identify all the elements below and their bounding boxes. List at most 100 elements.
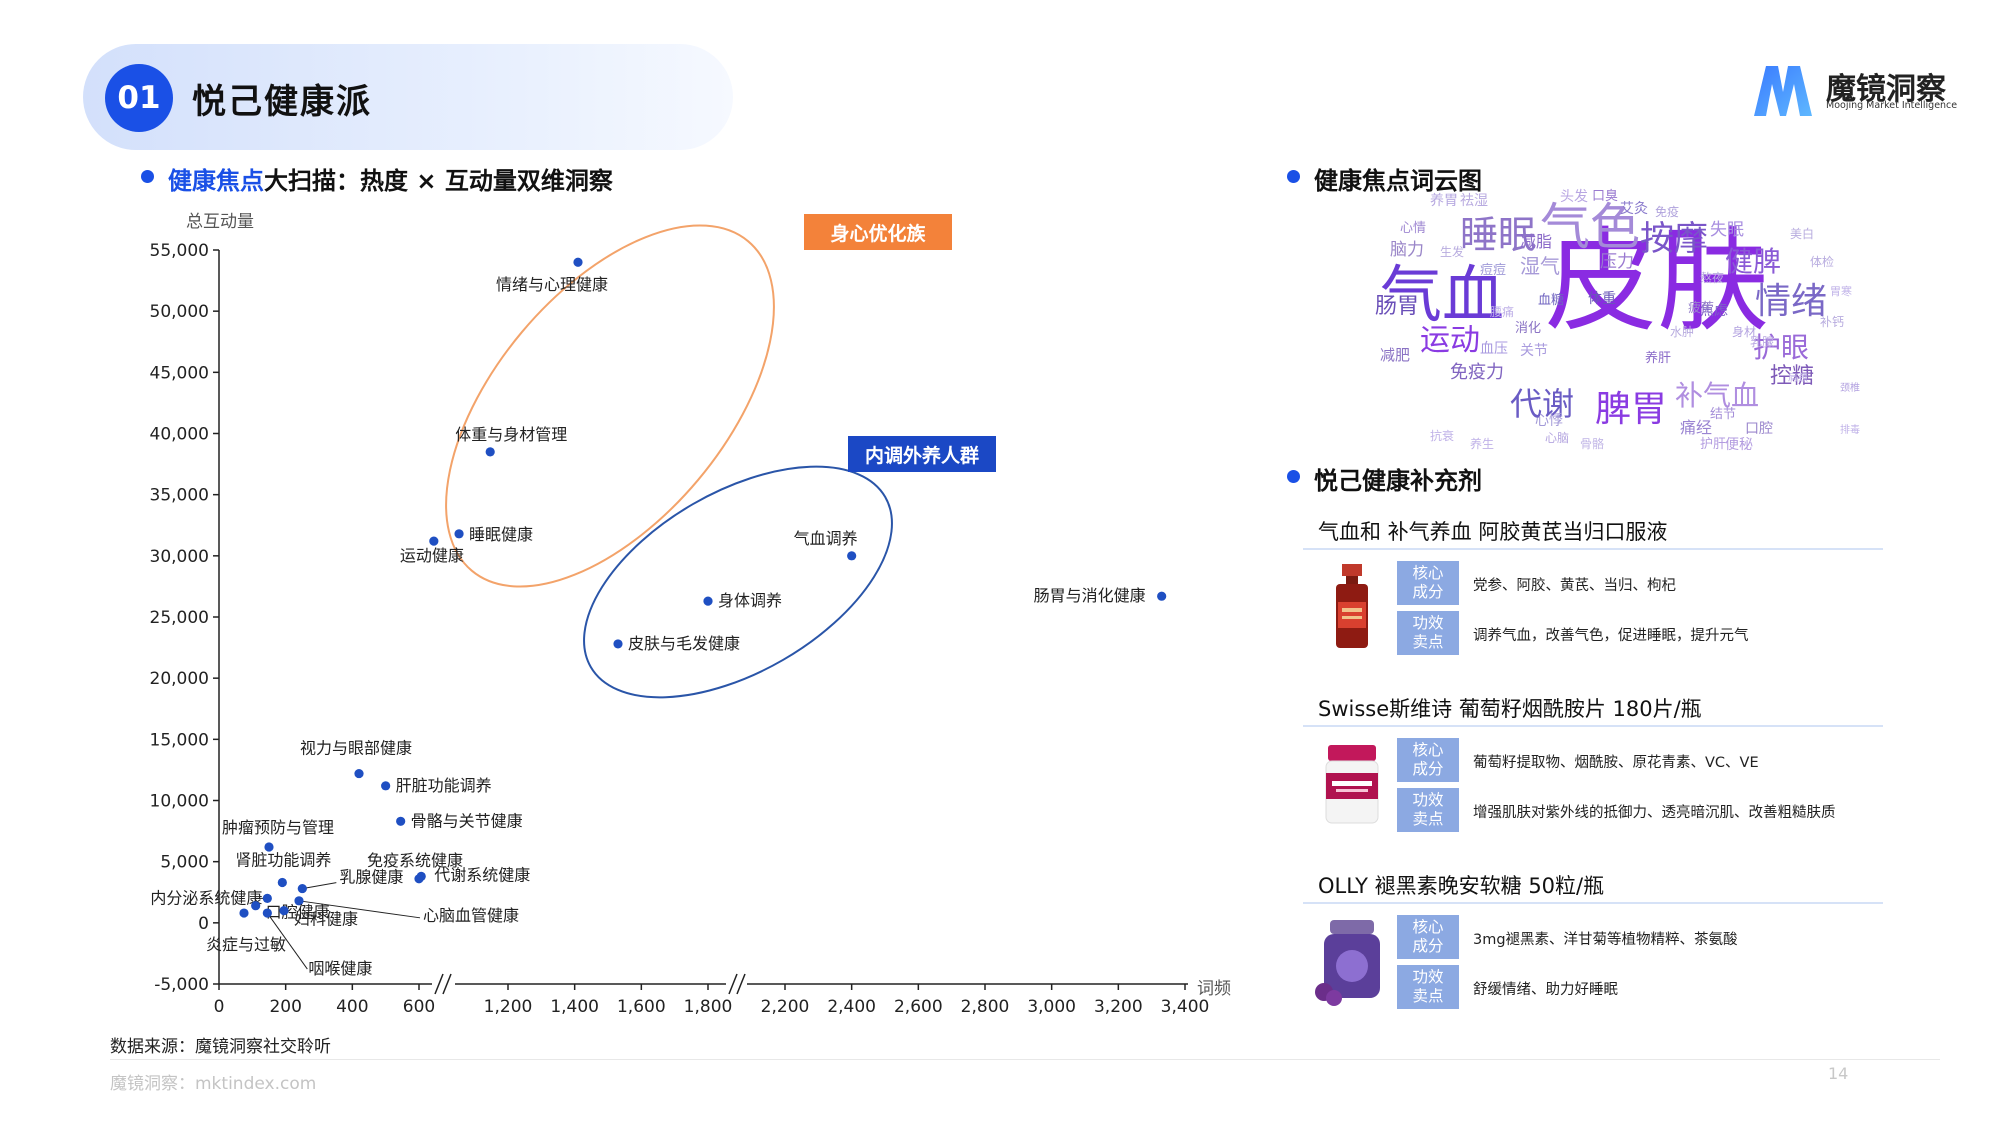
cloud-word: 血糖 [1538,293,1565,308]
x-tick-label: 3,400 [1161,997,1210,1017]
cloud-word: 减脂 [1520,232,1553,251]
y-tick-label: 10,000 [150,792,209,812]
cloud-word: 皮肤 [1545,217,1769,347]
cloud-word: 颈椎 [1840,383,1860,394]
x-tick-label: 600 [403,997,435,1017]
data-point-label: 咽喉健康 [308,959,372,978]
product-title: OLLY 褪黑素晚安软糖 50粒/瓶 [1318,874,1605,898]
cloud-word: 艾灸 [1620,201,1648,217]
oral-liquid-bottle-icon [1336,564,1368,648]
cloud-word: 消化 [1515,321,1542,336]
product-title: 气血和 补气养血 阿胶黄芪当归口服液 [1318,520,1668,544]
cloud-word: 护肝 [1700,437,1727,452]
y-tick-label: 25,000 [150,608,209,628]
cloud-word: 脾胃 [1595,389,1668,430]
y-tick-label: -5,000 [154,975,209,995]
page-number: 14 [1828,1064,1849,1083]
cloud-word: 疲劳 [1688,301,1715,316]
cloud-word: 免疫力 [1450,362,1504,383]
cloud-word: 头发 [1560,189,1588,205]
cloud-word: 体检 [1810,255,1835,269]
cloud-word: 关节 [1520,343,1548,359]
gummy-jar-icon [1315,920,1380,1006]
cloud-word: 养肝 [1645,351,1672,366]
data-point-label: 骨骼与关节健康 [411,811,523,830]
product-divider [1303,725,1883,727]
data-point-label: 肝脏功能调养 [396,776,492,795]
y-tick-label: 55,000 [150,241,209,261]
data-point-label: 睡眠健康 [469,525,533,544]
cloud-word: 失眠 [1710,220,1744,240]
data-point-label: 视力与眼部健康 [300,739,412,758]
data-point-label: 乳腺健康 [339,868,403,887]
cloud-word: 睡眠 [1460,213,1537,257]
data-point [264,842,274,852]
cloud-word: 水肿 [1670,325,1695,339]
data-point-label: 炎症与过敏 [206,935,286,954]
cloud-word: 养胃 [1430,193,1458,209]
product-ingredients: 葡萄籽提取物、烟酰胺、原花青素、VC、VE [1473,755,1759,771]
cloud-word: 控糖 [1770,364,1815,389]
y-tick-label: 45,000 [150,363,209,383]
ingredients-badge: 核心成分 [1397,915,1459,959]
x-tick-label: 400 [336,997,368,1017]
cloud-word: 熬夜 [1700,271,1725,285]
cloud-word: 抗衰 [1430,429,1455,443]
data-point [485,447,495,457]
cloud-word: 肩颈 [1788,373,1808,384]
supplement-bottle-icon [1325,745,1379,824]
data-point [429,536,439,546]
data-point-label: 体重与身材管理 [455,425,567,444]
cloud-word: 痛经 [1680,418,1713,437]
axis-break-mark [728,973,738,995]
bullet-dot [1287,470,1300,483]
y-tick-label: 0 [198,914,209,934]
product-title: Swisse斯维诗 葡萄籽烟酰胺片 180片/瓶 [1318,697,1702,721]
benefits-badge: 功效卖点 [1397,611,1459,655]
cluster-ellipse-blue [583,465,893,699]
data-source: 数据来源：魔镜洞察社交聆听 [110,1037,331,1057]
data-point [279,906,289,916]
data-point-label: 运动健康 [400,546,464,565]
data-point [416,871,426,881]
product-benefits: 增强肌肤对紫外线的抵御力、透亮暗沉肌、改善粗糙肤质 [1473,805,1836,821]
benefits-badge: 功效卖点 [1397,965,1459,1009]
y-tick-label: 5,000 [160,853,209,873]
bullet-dot [141,170,154,183]
cloud-word: 心情 [1400,221,1427,236]
x-tick-label: 1,400 [550,997,599,1017]
data-point [381,781,391,791]
cloud-word: 免疫 [1655,205,1680,219]
cloud-word: 美白 [1790,227,1815,241]
cloud-word: 痘痘 [1480,263,1507,278]
axis-break-mark [442,973,452,995]
data-point [396,816,406,826]
ingredients-badge: 核心成分 [1397,561,1459,605]
logo-subtitle: Moojing Market Intelligence [1826,100,1958,111]
data-point [262,893,272,903]
data-point-label: 免疫系统健康 [367,851,463,870]
data-point [354,768,364,779]
x-tick-label: 2,400 [827,997,876,1017]
cloud-word: 胃寒 [1830,285,1852,298]
section-number: 01 [105,64,173,132]
product-benefits: 调养气血，改善气色，促进睡眠，提升元气 [1473,628,1749,644]
x-axis-label: 词频 [1197,979,1231,999]
cloud-word: 养生 [1470,437,1495,451]
x-tick-label: 200 [269,997,301,1017]
leader-line [302,882,337,890]
cloud-word: 减肥 [1380,346,1411,364]
x-tick-label: 2,800 [961,997,1010,1017]
data-point-label: 身体调养 [718,591,782,610]
data-point [239,908,249,918]
y-tick-label: 50,000 [150,302,209,322]
cloud-word: 湿气 [1520,254,1560,278]
cloud-word: 压力 [1600,252,1634,272]
header-banner [83,44,733,150]
footer-url[interactable]: 魔镜洞察：mktindex.com [110,1074,317,1094]
data-point-label: 气血调养 [794,529,858,548]
data-point [573,257,583,267]
title-rest: 大扫描：热度 × 互动量双维洞察 [264,167,613,195]
cloud-word: 乳腺 [1750,335,1775,349]
